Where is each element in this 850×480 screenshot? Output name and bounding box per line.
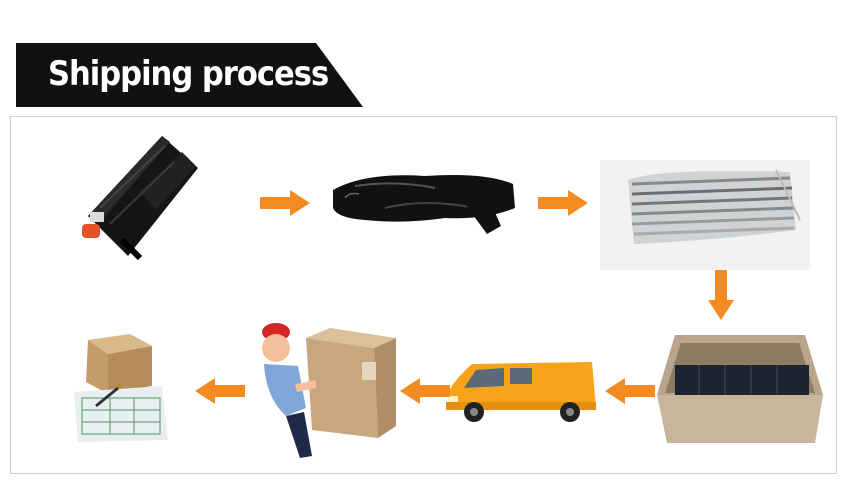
arrow-left-icon <box>605 378 655 404</box>
title-banner <box>16 43 363 107</box>
toner-cartridge-icon <box>82 136 198 261</box>
air-column-bag-icon <box>600 160 810 270</box>
black-plastic-bag-icon <box>333 175 515 234</box>
courier-icon <box>262 323 396 458</box>
arrow-down-icon <box>708 270 734 320</box>
arrow-left-icon <box>195 378 245 404</box>
arrow-left-icon <box>400 378 450 404</box>
page-title: Shipping process <box>48 54 329 94</box>
delivery-van-icon <box>446 362 596 422</box>
carton-box-icon <box>657 335 823 443</box>
delivered-package-icon <box>74 334 168 442</box>
arrow-right-icon <box>538 190 588 216</box>
arrow-right-icon <box>260 190 310 216</box>
process-frame <box>10 116 837 474</box>
